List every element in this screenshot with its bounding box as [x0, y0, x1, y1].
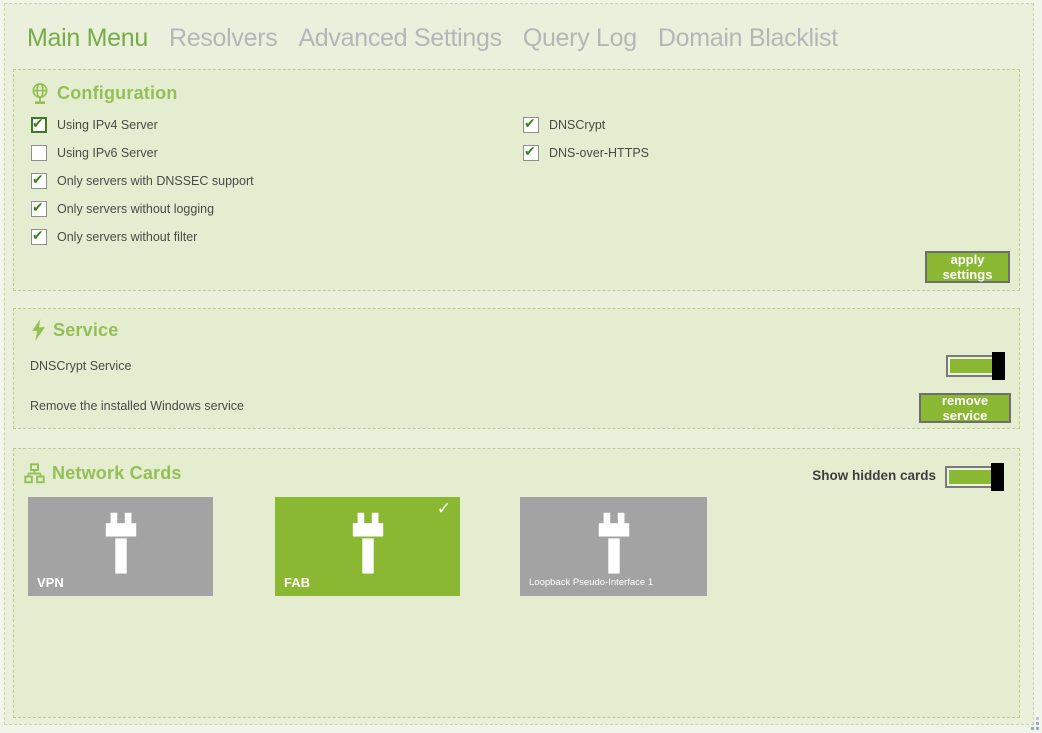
- network-cards-section: Network Cards Show hidden cards VPN: [13, 448, 1020, 718]
- top-navigation: Main Menu Resolvers Advanced Settings Qu…: [27, 24, 838, 53]
- check-icon: ✔: [32, 171, 44, 187]
- toggle-track: [946, 355, 1004, 377]
- checkbox-label: Using IPv6 Server: [57, 146, 158, 160]
- tab-query-log[interactable]: Query Log: [522, 24, 637, 52]
- checkbox-label: Only servers without logging: [57, 202, 215, 216]
- checkbox-dns-over-https[interactable]: ✔: [523, 143, 539, 161]
- show-hidden-cards-label: Show hidden cards: [812, 468, 936, 483]
- tab-advanced-settings[interactable]: Advanced Settings: [298, 24, 502, 52]
- tab-resolvers[interactable]: Resolvers: [168, 24, 278, 52]
- network-adapter-icon: [349, 512, 387, 579]
- checkbox-using-ipv6[interactable]: [31, 145, 47, 161]
- card-name: Loopback Pseudo-Interface 1: [529, 577, 654, 588]
- card-name: FAB: [284, 575, 310, 590]
- check-icon: ✔: [524, 143, 536, 159]
- checkbox-label: Using IPv4 Server: [57, 118, 158, 132]
- checkbox-row: ✔ Using IPv4 Server: [31, 115, 158, 134]
- globe-icon: [30, 82, 50, 105]
- tab-main-menu[interactable]: Main Menu: [27, 24, 148, 52]
- remove-service-label: Remove the installed Windows service: [30, 399, 244, 413]
- checkbox-row: ✔ DNSCrypt: [523, 115, 606, 134]
- resize-grip[interactable]: [1027, 717, 1039, 730]
- card-name: VPN: [37, 575, 64, 590]
- remove-service-button[interactable]: remove service: [919, 393, 1011, 423]
- checkbox-row: ✔ DNS-over-HTTPS: [523, 143, 650, 162]
- checkbox-row: Using IPv6 Server: [31, 144, 158, 162]
- toggle-knob[interactable]: [992, 352, 1005, 380]
- service-section: Service DNSCrypt Service Remove the inst…: [13, 308, 1020, 429]
- tab-domain-blacklist[interactable]: Domain Blacklist: [657, 24, 838, 52]
- selected-check-icon: ✓: [436, 499, 451, 518]
- apply-settings-button[interactable]: apply settings: [925, 251, 1010, 283]
- network-cards-title: Network Cards: [52, 463, 182, 483]
- checkbox-without-logging[interactable]: ✔: [31, 199, 47, 217]
- dnscrypt-service-toggle[interactable]: [946, 352, 1005, 380]
- network-card-fab[interactable]: ✓ FAB: [275, 497, 460, 596]
- checkbox-row: ✔ Only servers without filter: [31, 227, 198, 246]
- configuration-section: Configuration ✔ Using IPv4 Server Using …: [13, 69, 1020, 291]
- network-card-loopback[interactable]: Loopback Pseudo-Interface 1: [520, 497, 707, 596]
- network-adapter-icon: [595, 512, 633, 579]
- main-content-area: Main Menu Resolvers Advanced Settings Qu…: [4, 3, 1034, 725]
- check-icon: ✔: [32, 199, 44, 215]
- checkbox-label: Only servers without filter: [57, 230, 198, 244]
- network-card-vpn[interactable]: VPN: [28, 497, 213, 596]
- checkbox-dnscrypt[interactable]: ✔: [523, 115, 539, 133]
- checkbox-label: DNS-over-HTTPS: [549, 146, 650, 160]
- checkbox-label: Only servers with DNSSEC support: [57, 174, 254, 188]
- checkbox-label: DNSCrypt: [549, 118, 606, 132]
- sitemap-icon: [24, 463, 45, 484]
- checkbox-row: ✔ Only servers without logging: [31, 199, 215, 218]
- check-icon: ✔: [524, 115, 536, 131]
- toggle-knob[interactable]: [991, 463, 1004, 491]
- checkbox-row: ✔ Only servers with DNSSEC support: [31, 171, 254, 190]
- dnscrypt-service-label: DNSCrypt Service: [30, 359, 132, 373]
- checkbox-using-ipv4[interactable]: ✔: [31, 115, 47, 133]
- service-title: Service: [53, 319, 119, 340]
- lightning-icon: [31, 319, 46, 341]
- toggle-fill: [950, 359, 993, 373]
- network-adapter-icon: [102, 512, 140, 579]
- toggle-fill: [949, 470, 992, 484]
- checkbox-dnssec-support[interactable]: ✔: [31, 171, 47, 189]
- check-icon: ✔: [32, 227, 44, 243]
- configuration-title: Configuration: [57, 83, 178, 103]
- checkbox-without-filter[interactable]: ✔: [31, 227, 47, 245]
- check-icon: ✔: [32, 115, 44, 131]
- show-hidden-cards-toggle[interactable]: [945, 463, 1004, 491]
